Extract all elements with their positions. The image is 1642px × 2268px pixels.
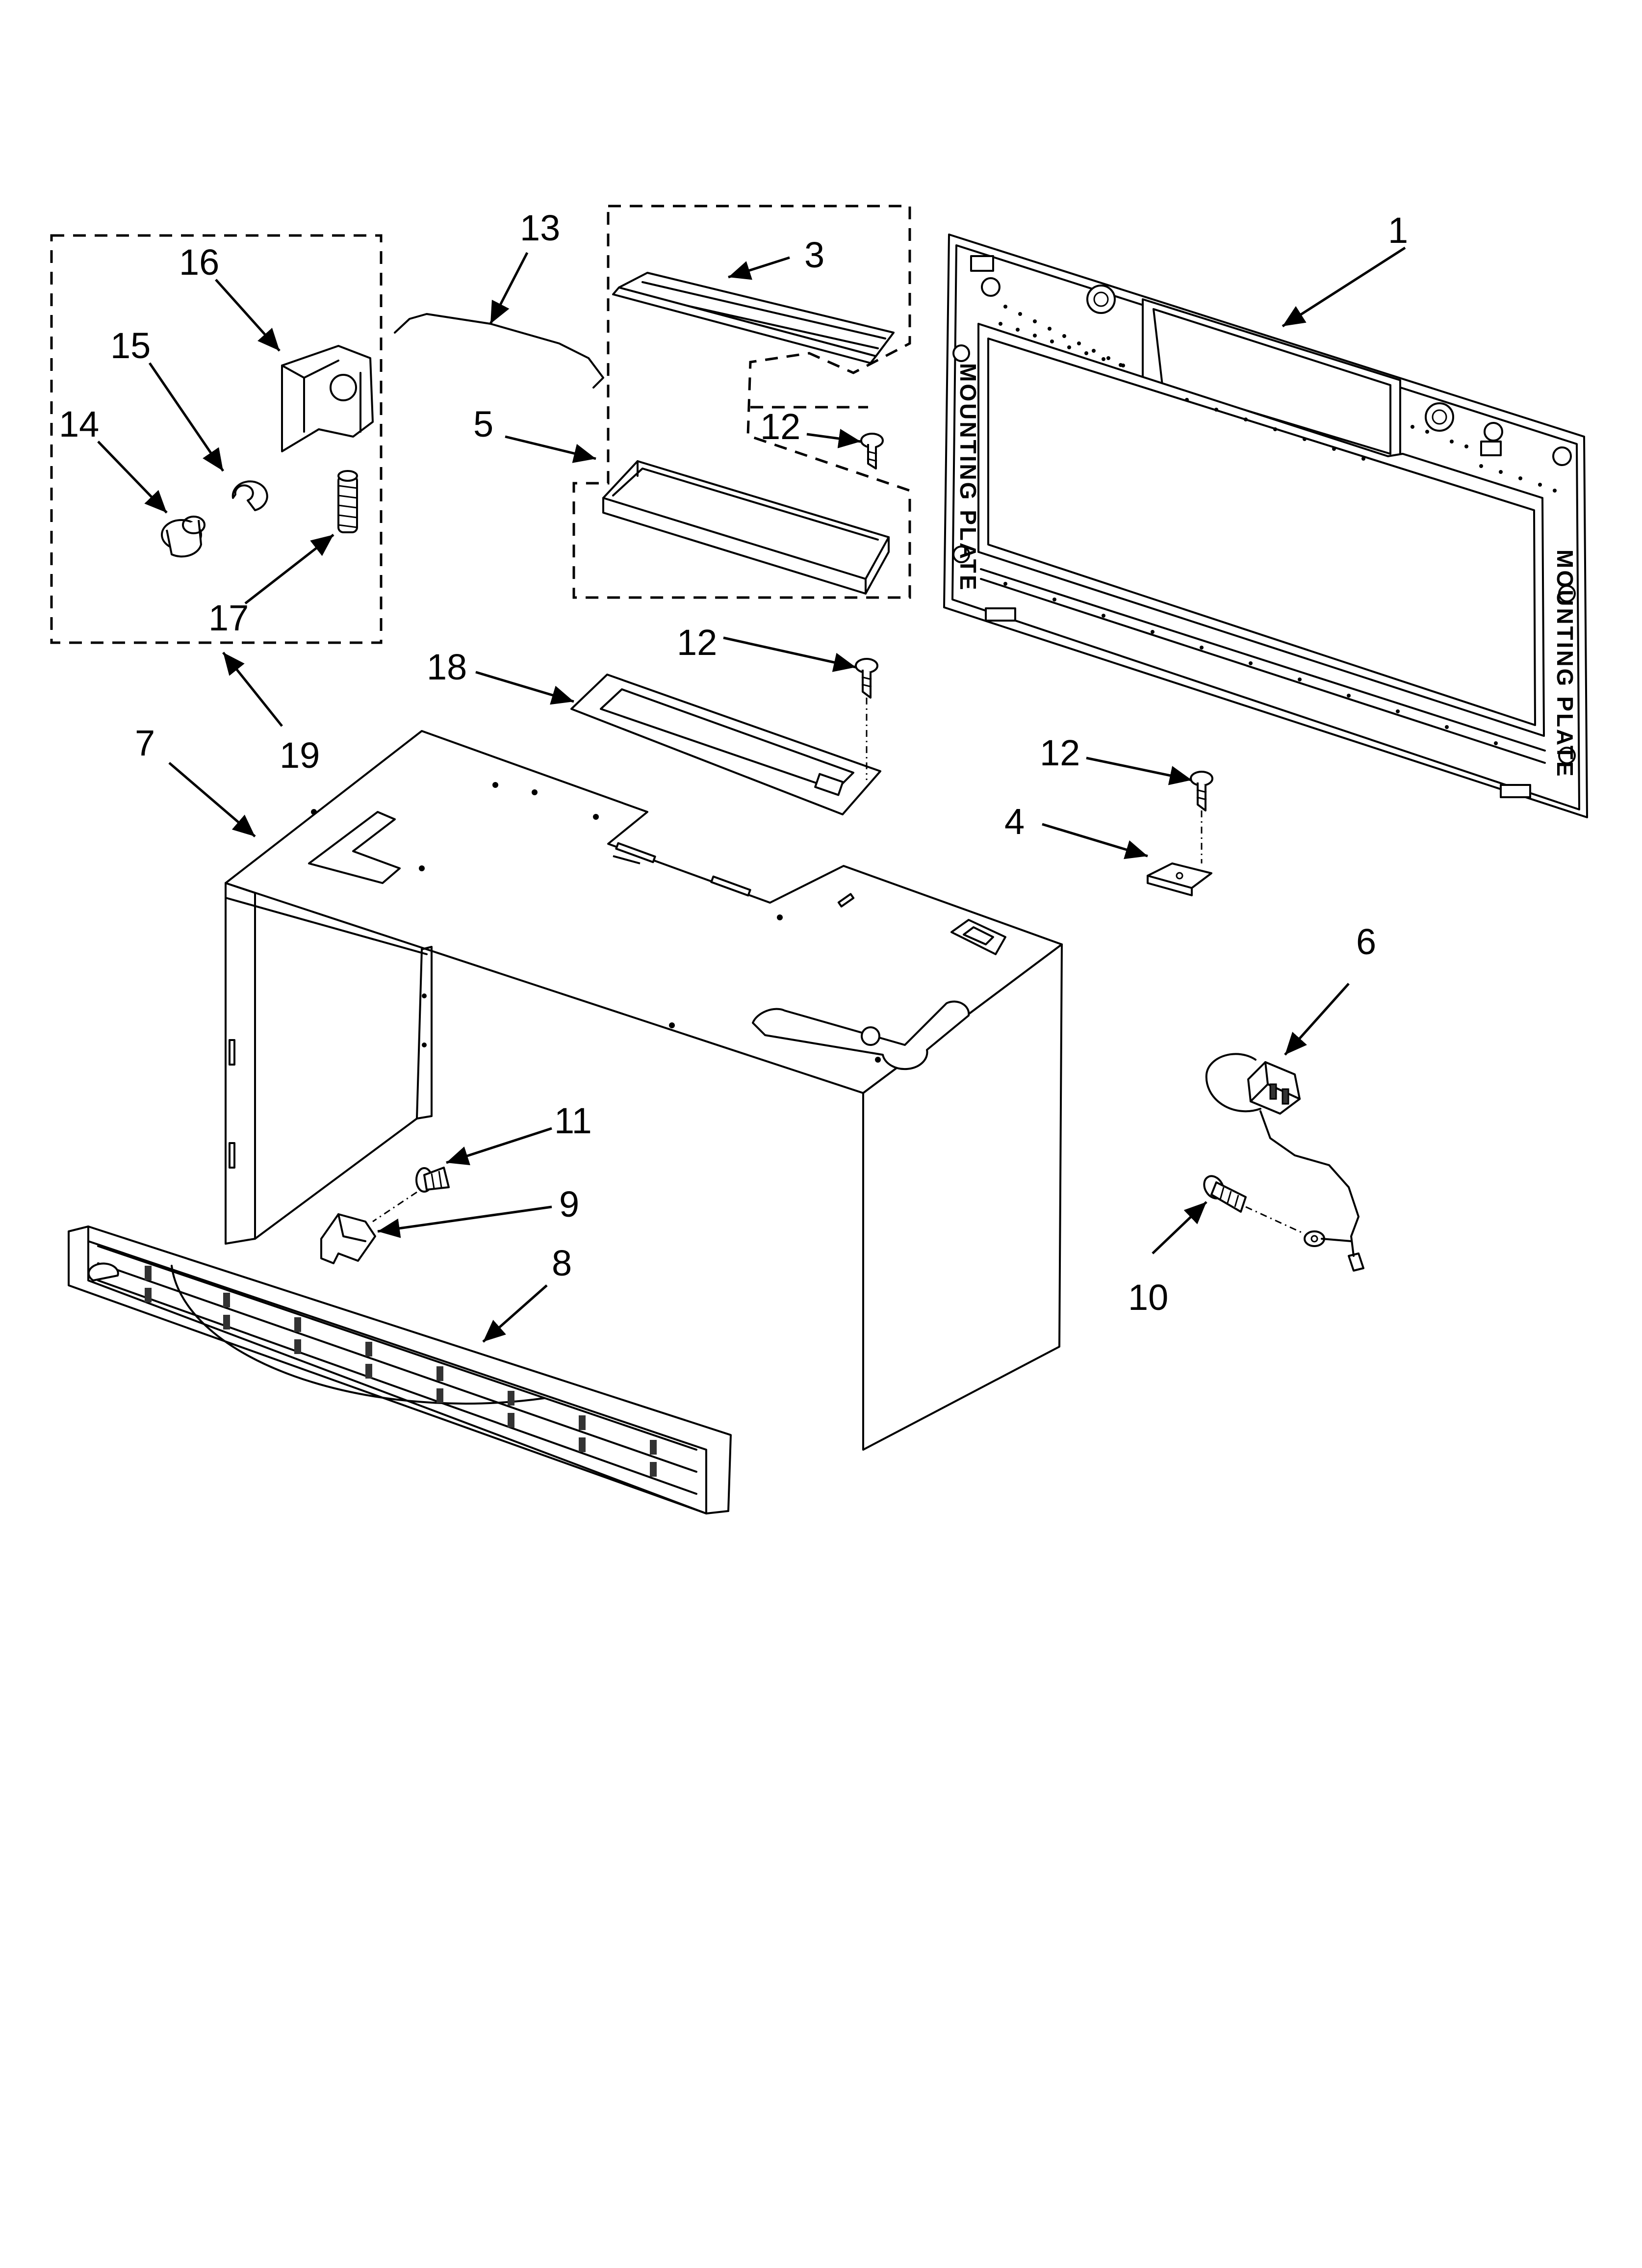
callout-19: 19 (280, 735, 320, 776)
callout-12-top: 12 (760, 406, 800, 447)
screw12-top (860, 433, 884, 469)
top-rail-part (612, 272, 895, 364)
callout-17: 17 (208, 598, 249, 638)
bracket4-part (1147, 862, 1212, 896)
callout-3: 3 (804, 235, 824, 275)
group-box-3-5 (572, 205, 911, 599)
callout-11: 11 (554, 1100, 592, 1141)
plate-label-top: MOUNTING PLATE (955, 363, 981, 592)
callout-6: 6 (1356, 921, 1376, 962)
screw12-mid (855, 658, 878, 780)
screw11-part (372, 1167, 450, 1223)
callout-12-right: 12 (1040, 732, 1080, 773)
plate-label-bottom: MOUNTING PLATE (1552, 549, 1578, 779)
callout-5: 5 (473, 404, 493, 444)
clip-part (231, 480, 268, 511)
callout-10: 10 (1128, 1277, 1168, 1318)
callout-7: 7 (135, 723, 155, 763)
switch6-part (1205, 1053, 1364, 1272)
button-part (161, 516, 205, 558)
callout-18: 18 (427, 647, 467, 687)
callout-13: 13 (520, 208, 560, 248)
latch-bracket (281, 345, 374, 452)
leader-lines (97, 246, 1406, 1343)
callout-4: 4 (1004, 801, 1025, 842)
channel-part (602, 460, 890, 595)
callout-14: 14 (59, 404, 99, 444)
gasket-part (570, 674, 881, 815)
callout-labels: 1 3 4 5 6 7 8 9 10 11 12 12 12 13 14 15 … (59, 208, 1408, 1318)
callout-8: 8 (552, 1243, 572, 1283)
clip9-part (320, 1213, 376, 1264)
callout-15: 15 (110, 325, 151, 366)
screw10-part (1203, 1175, 1247, 1213)
screw12-right (1190, 771, 1213, 863)
callout-9: 9 (559, 1184, 579, 1225)
grille-part (68, 1225, 732, 1514)
group-box-19 (50, 234, 383, 644)
spring-part (337, 470, 358, 533)
mounting-plate: MOUNTING PLATE MOUNTING PLATE (943, 234, 1588, 818)
callout-12-mid: 12 (677, 622, 717, 663)
callout-1: 1 (1388, 210, 1408, 251)
wire-part (394, 313, 604, 389)
cabinet-part (225, 730, 1063, 1451)
callout-16: 16 (179, 242, 219, 283)
